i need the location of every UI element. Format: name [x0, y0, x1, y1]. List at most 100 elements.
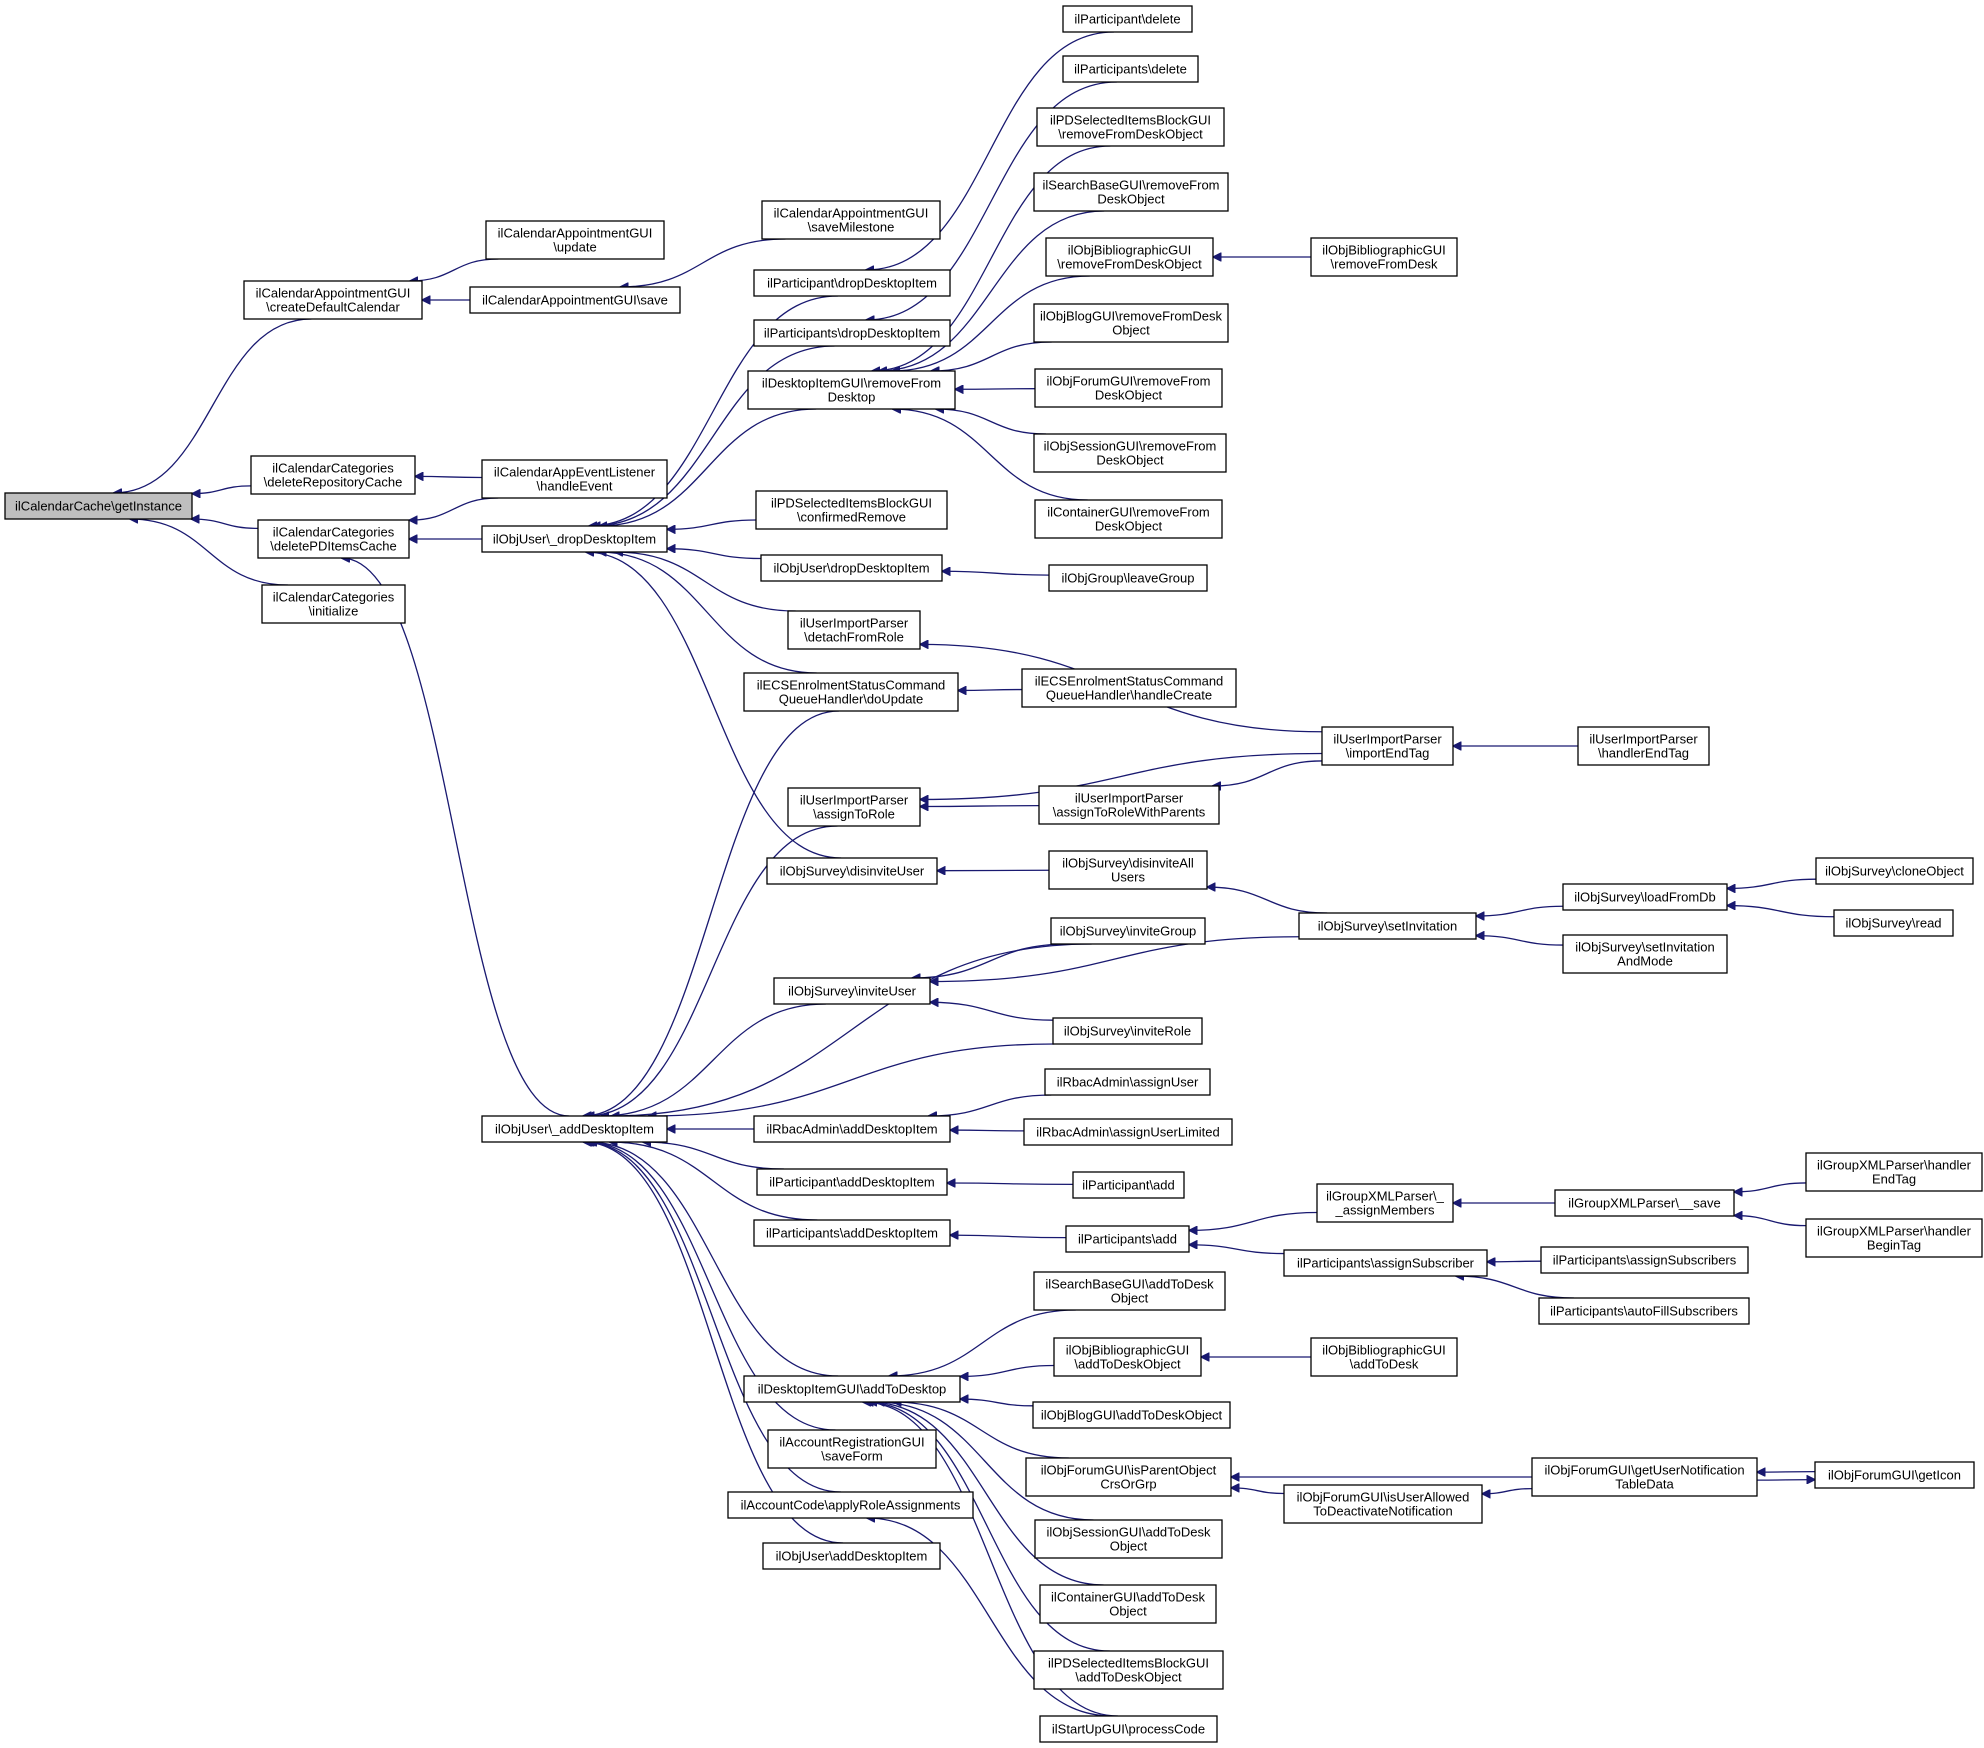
- graph-node[interactable]: ilUserImportParser\assignToRole: [787, 787, 921, 827]
- graph-node[interactable]: ilObjSurvey\disinviteUser: [766, 857, 938, 885]
- node-box[interactable]: [1283, 1484, 1483, 1524]
- graph-node[interactable]: ilUserImportParser\importEndTag: [1321, 726, 1454, 766]
- node-box[interactable]: [1554, 1189, 1735, 1217]
- graph-node[interactable]: ilSearchBaseGUI\addToDeskObject: [1033, 1271, 1226, 1311]
- graph-node[interactable]: ilParticipant\delete: [1062, 5, 1193, 33]
- node-box[interactable]: [761, 200, 941, 240]
- graph-node[interactable]: ilObjSurvey\setInvitation: [1298, 912, 1477, 940]
- graph-node[interactable]: ilObjBibliographicGUI\removeFromDesk: [1310, 237, 1458, 277]
- graph-node[interactable]: ilObjForumGUI\isUserAllowedToDeactivateN…: [1283, 1484, 1483, 1524]
- graph-node[interactable]: ilPDSelectedItemsBlockGUI\removeFromDesk…: [1036, 107, 1225, 147]
- node-box[interactable]: [1044, 1068, 1211, 1096]
- graph-node[interactable]: ilObjUser\dropDesktopItem: [760, 554, 943, 582]
- node-box[interactable]: [1577, 726, 1710, 766]
- node-box[interactable]: [747, 370, 956, 410]
- graph-node[interactable]: ilUserImportParser\detachFromRole: [787, 610, 921, 650]
- graph-node[interactable]: ilPDSelectedItemsBlockGUI\addToDeskObjec…: [1033, 1650, 1224, 1690]
- node-box[interactable]: [767, 1429, 937, 1469]
- node-box[interactable]: [766, 857, 938, 885]
- node-box[interactable]: [261, 584, 406, 624]
- node-box[interactable]: [1034, 499, 1223, 539]
- graph-node[interactable]: ilCalendarCategories\deleteRepositoryCac…: [250, 455, 416, 495]
- graph-node[interactable]: ilObjBibliographicGUI\removeFromDeskObje…: [1045, 237, 1214, 277]
- node-box[interactable]: [1814, 1461, 1975, 1489]
- node-box[interactable]: [1321, 726, 1454, 766]
- graph-node[interactable]: ilECSEnrolmentStatusCommandQueueHandler\…: [1021, 668, 1237, 708]
- node-box[interactable]: [1033, 303, 1229, 343]
- graph-node[interactable]: ilECSEnrolmentStatusCommandQueueHandler\…: [743, 672, 959, 712]
- node-box[interactable]: [1023, 1118, 1233, 1146]
- graph-node[interactable]: ilCalendarAppointmentGUI\saveMilestone: [761, 200, 941, 240]
- node-box[interactable]: [1538, 1297, 1750, 1325]
- graph-node[interactable]: ilParticipants\assignSubscribers: [1540, 1246, 1749, 1274]
- node-box[interactable]: [1048, 850, 1208, 890]
- node-box[interactable]: [4, 492, 193, 520]
- graph-node[interactable]: ilObjForumGUI\getIcon: [1814, 1461, 1975, 1489]
- node-box[interactable]: [1562, 883, 1728, 911]
- node-box[interactable]: [1298, 912, 1477, 940]
- graph-node[interactable]: ilAccountRegistrationGUI\saveForm: [767, 1429, 937, 1469]
- graph-node[interactable]: ilObjBlogGUI\removeFromDeskObject: [1033, 303, 1229, 343]
- node-box[interactable]: [743, 672, 959, 712]
- graph-node[interactable]: ilParticipants\addDesktopItem: [753, 1219, 951, 1247]
- node-box[interactable]: [1531, 1457, 1758, 1497]
- graph-node[interactable]: ilObjForumGUI\getUserNotificationTableDa…: [1531, 1457, 1758, 1497]
- graph-node[interactable]: ilParticipants\add: [1065, 1225, 1190, 1253]
- node-box[interactable]: [1815, 857, 1974, 885]
- graph-node[interactable]: ilRbacAdmin\assignUser: [1044, 1068, 1211, 1096]
- node-box[interactable]: [760, 554, 943, 582]
- graph-node[interactable]: ilParticipants\autoFillSubscribers: [1538, 1297, 1750, 1325]
- node-box[interactable]: [1039, 1715, 1218, 1743]
- graph-node[interactable]: ilObjUser\_addDesktopItem: [481, 1115, 668, 1143]
- node-box[interactable]: [1805, 1152, 1983, 1192]
- graph-node[interactable]: ilAccountCode\applyRoleAssignments: [727, 1491, 974, 1519]
- node-box[interactable]: [1025, 1457, 1232, 1497]
- node-box[interactable]: [1021, 668, 1237, 708]
- node-box[interactable]: [753, 1115, 951, 1143]
- node-box[interactable]: [481, 525, 668, 553]
- node-box[interactable]: [485, 220, 665, 260]
- graph-node[interactable]: ilObjBlogGUI\addToDeskObject: [1032, 1401, 1231, 1429]
- graph-node[interactable]: ilCalendarAppointmentGUI\createDefaultCa…: [243, 280, 423, 320]
- node-box[interactable]: [1562, 934, 1728, 974]
- node-box[interactable]: [481, 1115, 668, 1143]
- node-box[interactable]: [755, 490, 948, 530]
- node-box[interactable]: [243, 280, 423, 320]
- node-box[interactable]: [1540, 1246, 1749, 1274]
- graph-node[interactable]: ilCalendarCategories\initialize: [261, 584, 406, 624]
- graph-node[interactable]: ilObjForumGUI\removeFromDeskObject: [1034, 368, 1223, 408]
- graph-node[interactable]: ilCalendarCache\getInstance: [4, 492, 193, 520]
- node-box[interactable]: [753, 269, 951, 297]
- node-box[interactable]: [1052, 1017, 1203, 1045]
- node-box[interactable]: [1033, 172, 1229, 212]
- node-box[interactable]: [1050, 917, 1206, 945]
- graph-node[interactable]: ilObjSurvey\inviteRole: [1052, 1017, 1203, 1045]
- graph-node[interactable]: ilObjUser\_dropDesktopItem: [481, 525, 668, 553]
- graph-node[interactable]: ilContainerGUI\addToDeskObject: [1039, 1584, 1217, 1624]
- node-box[interactable]: [762, 1542, 941, 1570]
- graph-node[interactable]: ilPDSelectedItemsBlockGUI\confirmedRemov…: [755, 490, 948, 530]
- graph-node[interactable]: ilParticipant\addDesktopItem: [756, 1168, 948, 1196]
- graph-node[interactable]: ilObjSurvey\read: [1833, 909, 1954, 937]
- graph-node[interactable]: ilCalendarAppointmentGUI\update: [485, 220, 665, 260]
- graph-node[interactable]: ilObjUser\addDesktopItem: [762, 1542, 941, 1570]
- graph-node[interactable]: ilSearchBaseGUI\removeFromDeskObject: [1033, 172, 1229, 212]
- graph-node[interactable]: ilParticipants\delete: [1062, 55, 1199, 83]
- graph-node[interactable]: ilDesktopItemGUI\addToDesktop: [743, 1375, 961, 1403]
- node-box[interactable]: [1065, 1225, 1190, 1253]
- graph-node[interactable]: ilObjSessionGUI\addToDeskObject: [1034, 1519, 1223, 1559]
- node-box[interactable]: [1045, 237, 1214, 277]
- node-box[interactable]: [1072, 1171, 1185, 1199]
- node-box[interactable]: [1039, 1584, 1217, 1624]
- graph-node[interactable]: ilObjGroup\leaveGroup: [1048, 564, 1208, 592]
- node-box[interactable]: [753, 319, 951, 347]
- node-box[interactable]: [257, 519, 410, 559]
- graph-node[interactable]: ilStartUpGUI\processCode: [1039, 1715, 1218, 1743]
- node-box[interactable]: [787, 787, 921, 827]
- node-box[interactable]: [1310, 237, 1458, 277]
- graph-node[interactable]: ilObjSurvey\inviteUser: [773, 977, 931, 1005]
